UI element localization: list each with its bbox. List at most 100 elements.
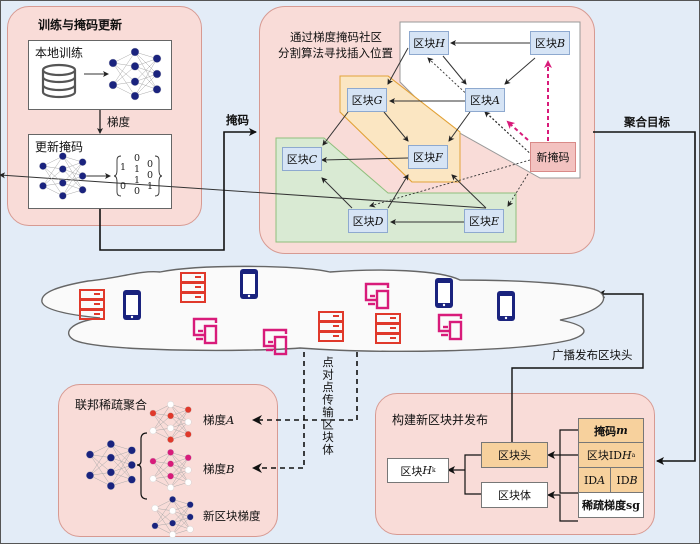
neuron — [186, 501, 194, 509]
svg-text:0: 0 — [134, 186, 140, 197]
neuron — [78, 158, 87, 166]
neuron — [167, 400, 175, 408]
sparse-gradient-cell: 稀疏梯度sg — [578, 492, 644, 518]
neuron — [184, 478, 192, 486]
neural-network-icon — [39, 152, 87, 200]
neuron — [106, 453, 115, 462]
block-body[interactable]: 区块体 — [481, 482, 548, 508]
neuron — [169, 531, 177, 538]
green-group-region — [275, 137, 517, 243]
neuron — [149, 427, 157, 435]
neuron — [106, 440, 115, 449]
neuron — [151, 504, 159, 512]
neuron — [169, 507, 177, 515]
device-node-icon[interactable] — [192, 317, 218, 345]
phone-node-icon[interactable] — [435, 278, 453, 308]
neuron — [186, 513, 194, 521]
gradient-flow-label: 梯度 — [107, 115, 130, 129]
database-icon — [41, 63, 77, 99]
neuron — [152, 54, 162, 63]
neuron — [59, 191, 67, 200]
neuron — [149, 457, 157, 465]
neuron — [152, 85, 162, 94]
mask-flow-label: 掩码 — [226, 113, 249, 127]
id-b-cell: ID B — [610, 467, 644, 493]
neuron — [78, 172, 87, 180]
neuron — [130, 62, 140, 71]
neuron — [130, 77, 140, 86]
device-node-icon[interactable] — [364, 282, 390, 310]
neuron — [59, 165, 67, 173]
svg-text:1: 1 — [147, 181, 153, 192]
neuron — [167, 472, 175, 480]
training-panel-title: 训练与掩码更新 — [38, 18, 123, 32]
gradient-b-label: 梯度B — [203, 462, 235, 476]
neuron — [127, 461, 136, 470]
neuron — [130, 91, 140, 101]
build-connectors — [447, 429, 578, 522]
neuron — [106, 468, 115, 477]
network-cloud — [41, 265, 605, 352]
neuron — [167, 448, 175, 456]
neuron — [39, 182, 47, 190]
neuron — [127, 475, 136, 484]
neuron — [184, 454, 192, 462]
neuron — [78, 186, 87, 194]
neuron — [184, 406, 192, 414]
neuron — [167, 436, 175, 443]
community-panel-title-line2: 分割算法寻找插入位置 — [278, 46, 393, 60]
server-node-icon[interactable] — [375, 313, 401, 344]
neuron — [167, 484, 175, 491]
neuron — [130, 47, 140, 57]
svg-text:1: 1 — [134, 175, 140, 186]
server-node-icon[interactable] — [318, 311, 344, 342]
neuron — [184, 418, 192, 426]
update-mask-box: 更新掩码 — [28, 134, 172, 209]
mask-flow-arrow — [99, 128, 257, 251]
server-node-icon[interactable] — [79, 289, 105, 320]
neuron — [149, 409, 157, 417]
server-node-icon[interactable] — [180, 272, 206, 303]
svg-text:0: 0 — [147, 170, 153, 181]
neuron — [186, 525, 194, 533]
neuron — [184, 466, 192, 474]
phone-node-icon[interactable] — [497, 291, 515, 321]
aggregation-target-arrow — [593, 131, 696, 465]
neuron — [39, 162, 47, 170]
neuron — [127, 446, 136, 455]
mask-matrix — [113, 155, 163, 197]
id-a-cell: ID A — [578, 467, 611, 493]
device-node-icon[interactable] — [262, 328, 288, 356]
block-header[interactable]: 区块头 — [481, 442, 548, 468]
neuron — [169, 519, 177, 527]
broadcast-arrow — [511, 290, 644, 446]
neuron — [151, 522, 159, 530]
gradient-a-label: 梯度A — [203, 413, 235, 427]
neuron — [167, 412, 175, 420]
new-block-gradient-label: 新区块梯度 — [203, 509, 261, 523]
svg-text:0: 0 — [147, 159, 153, 170]
neuron — [108, 80, 118, 90]
new-mask-block[interactable]: 新掩码 — [530, 142, 576, 172]
brace — [136, 432, 148, 500]
device-node-icon[interactable] — [437, 313, 463, 341]
phone-node-icon[interactable] — [123, 290, 141, 320]
build-panel-title: 构建新区块并发布 — [392, 413, 489, 427]
neural-network-icon — [108, 47, 162, 101]
neuron — [167, 424, 175, 432]
phone-node-icon[interactable] — [240, 269, 258, 299]
update-mask-label: 更新掩码 — [35, 140, 84, 154]
p2p-transfer-label: 点对点传输区块体 — [321, 356, 335, 456]
neuron — [85, 471, 94, 480]
aggregation-panel-title: 联邦稀疏聚合 — [75, 398, 148, 412]
neuron — [184, 430, 192, 438]
